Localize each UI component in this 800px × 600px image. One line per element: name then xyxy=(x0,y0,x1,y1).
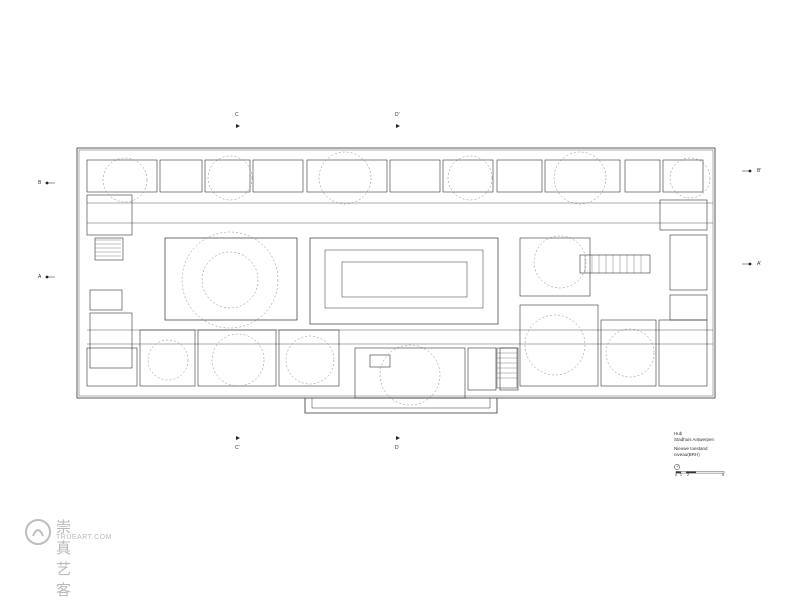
scale-label-2: 2 xyxy=(687,473,689,477)
section-marker-a-left: A xyxy=(38,274,42,280)
legend-line-1: Hub xyxy=(674,431,683,436)
watermark-logo-icon xyxy=(25,519,51,545)
east-wing xyxy=(579,199,708,321)
south-rooms xyxy=(86,304,708,399)
watermark-subtitle: TRUEART.COM xyxy=(56,534,112,541)
section-marker-a-right: A' xyxy=(757,261,762,267)
section-arrows xyxy=(45,124,752,440)
scale-label-5: 5 xyxy=(722,473,724,477)
north-arrow-icon xyxy=(674,464,725,474)
north-rooms xyxy=(86,159,704,193)
section-marker-b-right: B' xyxy=(757,168,762,174)
section-marker-d-top: D' xyxy=(395,112,400,118)
scale-label-0: 0 xyxy=(675,473,677,477)
courtyard-right xyxy=(519,237,591,297)
section-marker-c-bottom: C' xyxy=(235,445,240,451)
legend-line-3: Nieuwe toestand xyxy=(674,446,708,451)
section-marker-b-left: B xyxy=(38,180,42,186)
vault-arcs xyxy=(102,151,711,406)
title-block: Hub Stadhuis Antwerpen Nieuwe toestand n… xyxy=(674,431,714,457)
floor-plan xyxy=(45,124,752,440)
entrance-steps xyxy=(304,398,498,414)
scale-label-1: 1 xyxy=(680,473,682,477)
section-marker-d-bottom: D xyxy=(395,445,399,451)
west-wing xyxy=(86,194,133,369)
courtyard-center xyxy=(309,237,499,325)
legend-line-2: Stadhuis Antwerpen xyxy=(674,436,715,442)
scale-bar: 0 1 2 5 xyxy=(674,463,734,477)
courtyard-left xyxy=(164,237,298,321)
section-marker-c-top: C xyxy=(235,112,239,118)
legend-line-4: niveau(BRH) xyxy=(674,451,700,457)
watermark-title: 崇真艺客 xyxy=(56,518,73,599)
